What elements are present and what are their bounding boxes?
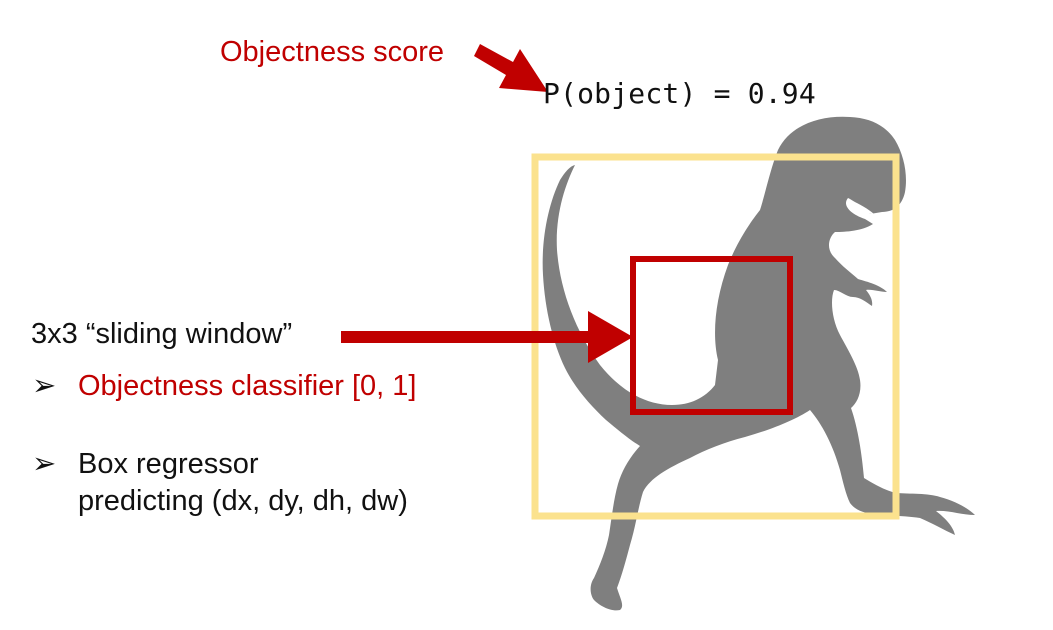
bullet-item-regressor: ➢ Box regressor xyxy=(32,446,259,481)
regressor-label: Box regressor xyxy=(78,448,259,480)
objectness-score-label: Objectness score xyxy=(220,36,445,68)
bullet-arrow-icon: ➢ xyxy=(32,370,57,402)
t-rex-silhouette-icon xyxy=(542,116,975,611)
probability-readout: P(object) = 0.94 xyxy=(543,77,816,110)
sliding-window-arrow-icon xyxy=(341,311,633,363)
bullet-arrow-icon: ➢ xyxy=(32,448,57,480)
bullet-item-classifier: ➢ Objectness classifier [0, 1] xyxy=(32,368,416,403)
objectness-score-arrow-icon xyxy=(474,44,548,92)
sliding-window-label: 3x3 “sliding window” xyxy=(31,318,293,350)
sliding-window-box xyxy=(630,256,793,415)
regressor-description: predicting (dx, dy, dh, dw) xyxy=(78,485,408,517)
classifier-label: Objectness classifier [0, 1] xyxy=(78,370,417,402)
